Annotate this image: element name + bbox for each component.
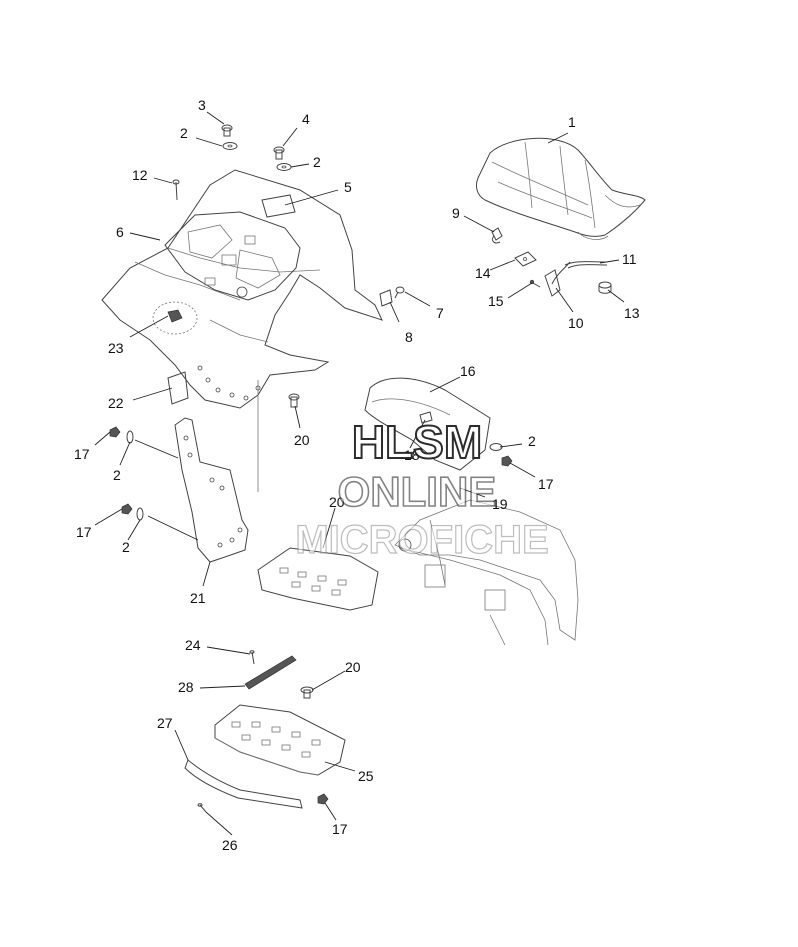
callout-26: 26 bbox=[222, 837, 238, 853]
seat-grommet-part[interactable] bbox=[598, 281, 612, 294]
callout-7: 7 bbox=[436, 305, 444, 321]
callout-23: 23 bbox=[108, 340, 124, 356]
callout-1: 1 bbox=[568, 114, 576, 130]
callout-17a: 17 bbox=[74, 446, 90, 462]
bolt-3-part[interactable] bbox=[221, 124, 233, 137]
callout-12: 12 bbox=[132, 167, 148, 183]
bolt-4-part[interactable] bbox=[273, 146, 285, 160]
callout-2b: 2 bbox=[313, 154, 321, 170]
footrest-plate-part[interactable] bbox=[214, 704, 346, 776]
washer-2d-part[interactable] bbox=[136, 507, 144, 521]
callout-10: 10 bbox=[568, 315, 584, 331]
footrest-part[interactable] bbox=[257, 547, 379, 611]
callout-labels: 1 2 2 2 2 2 3 4 5 6 7 8 9 10 11 12 13 14… bbox=[74, 97, 640, 853]
screw-12-part[interactable] bbox=[172, 179, 180, 201]
decal-5-part[interactable] bbox=[261, 194, 296, 218]
watermark: HLSM ONLINE MICROFICHE bbox=[295, 415, 550, 563]
callout-20c: 20 bbox=[345, 659, 361, 675]
callout-8: 8 bbox=[405, 329, 413, 345]
seat-bracket-part[interactable] bbox=[514, 251, 537, 267]
callout-9: 9 bbox=[452, 205, 460, 221]
callout-17b: 17 bbox=[538, 476, 554, 492]
nut-17a-part[interactable] bbox=[109, 426, 121, 438]
callout-25: 25 bbox=[358, 768, 374, 784]
callout-24: 24 bbox=[185, 637, 201, 653]
washer-2c-part[interactable] bbox=[126, 430, 134, 444]
nut-17b-part[interactable] bbox=[121, 503, 133, 515]
decal-22-part[interactable] bbox=[167, 371, 189, 405]
push-clip-7-part[interactable] bbox=[394, 286, 405, 299]
bolt-20a-part[interactable] bbox=[288, 393, 300, 408]
cover-16-part[interactable] bbox=[364, 377, 491, 471]
spring-clip-part[interactable] bbox=[491, 227, 503, 244]
callout-6: 6 bbox=[116, 224, 124, 240]
callout-15: 15 bbox=[488, 293, 504, 309]
callout-14: 14 bbox=[475, 265, 491, 281]
leader-lines bbox=[94, 111, 625, 836]
callout-20b: 20 bbox=[329, 494, 345, 510]
watermark-line-1: HLSM bbox=[352, 416, 482, 468]
mudflap-bracket-part[interactable] bbox=[174, 417, 249, 563]
callout-2c: 2 bbox=[113, 467, 121, 483]
callout-5: 5 bbox=[344, 179, 352, 195]
clip-8-part[interactable] bbox=[379, 289, 393, 307]
callout-20a: 20 bbox=[294, 432, 310, 448]
callout-27: 27 bbox=[157, 715, 173, 731]
callout-21: 21 bbox=[190, 590, 206, 606]
callout-22: 22 bbox=[108, 395, 124, 411]
watermark-line-2: ONLINE bbox=[338, 468, 497, 515]
bolt-20c-part[interactable] bbox=[300, 686, 314, 699]
pin-24-part[interactable] bbox=[249, 650, 255, 665]
latch-cable-part[interactable] bbox=[564, 261, 608, 269]
callout-16: 16 bbox=[460, 363, 476, 379]
strip-28-part[interactable] bbox=[244, 655, 297, 690]
callout-3: 3 bbox=[198, 97, 206, 113]
callout-13: 13 bbox=[624, 305, 640, 321]
callout-2e: 2 bbox=[528, 433, 536, 449]
screw-26-part[interactable] bbox=[197, 803, 207, 813]
bar-27-part[interactable] bbox=[184, 759, 303, 809]
callout-17c: 17 bbox=[76, 524, 92, 540]
callout-28: 28 bbox=[178, 679, 194, 695]
seat-latch-part[interactable] bbox=[544, 261, 571, 297]
nut-17c-part[interactable] bbox=[501, 455, 513, 467]
washer-2b-part[interactable] bbox=[276, 163, 292, 171]
callout-4: 4 bbox=[302, 111, 310, 127]
reflector-23-part[interactable] bbox=[152, 301, 198, 335]
seat-part[interactable] bbox=[476, 137, 646, 240]
rear-fender-part[interactable] bbox=[101, 169, 383, 409]
callout-11: 11 bbox=[622, 251, 637, 267]
callout-17d: 17 bbox=[332, 821, 348, 837]
callout-18: 18 bbox=[404, 447, 420, 463]
nut-17d-part[interactable] bbox=[317, 793, 329, 805]
callout-2a: 2 bbox=[180, 125, 188, 141]
callout-2d: 2 bbox=[122, 539, 130, 555]
latch-screw-part[interactable] bbox=[529, 279, 541, 288]
washer-2a-part[interactable] bbox=[222, 142, 238, 150]
callout-19: 19 bbox=[492, 496, 508, 512]
frame-part[interactable] bbox=[394, 499, 579, 646]
watermark-line-3: MICROFICHE bbox=[295, 518, 548, 562]
